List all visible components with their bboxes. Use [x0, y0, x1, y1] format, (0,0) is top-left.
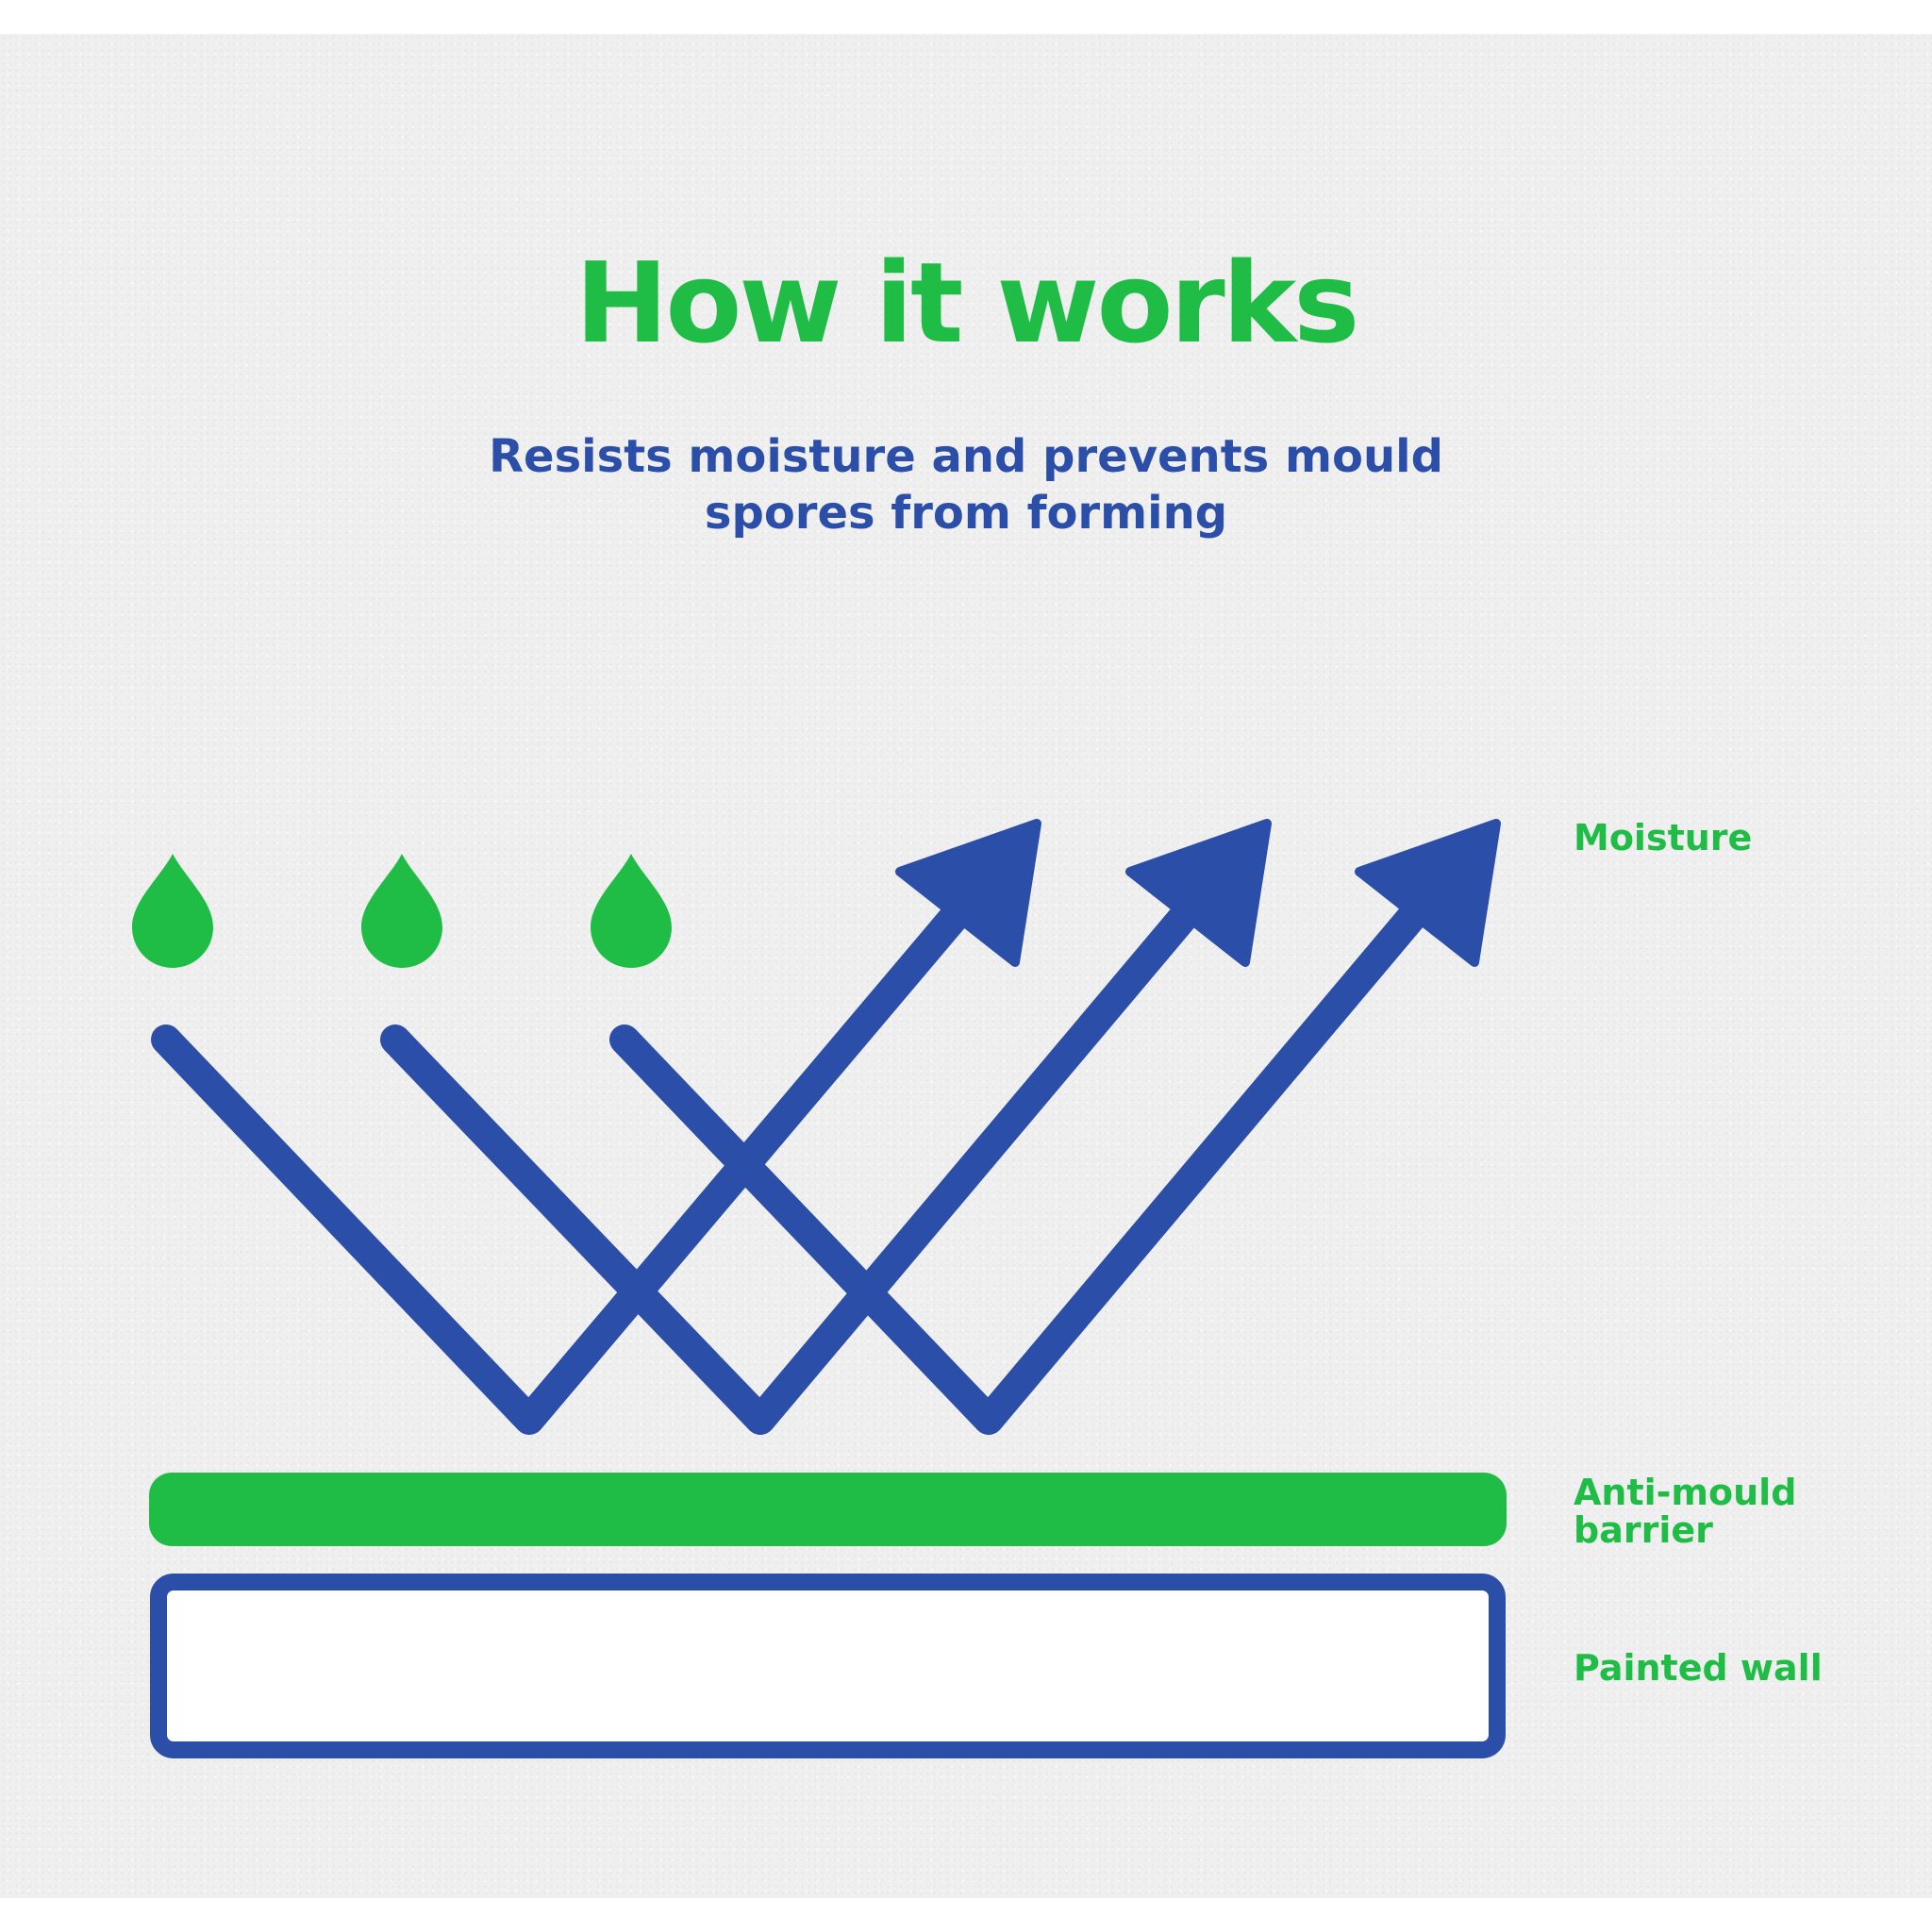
page-title: How it works [575, 238, 1360, 368]
label-barrier-line-1: Anti-mould [1574, 1472, 1797, 1513]
deflect-arrow-icon [380, 898, 1202, 1435]
subtitle-line-2: spores from forming [704, 487, 1228, 540]
page-subtitle: Resists moisture and prevents mould spor… [400, 428, 1532, 541]
arrow-head-icon [895, 819, 1041, 967]
arrow-heads [895, 819, 1501, 967]
deflect-arrow-icon [609, 898, 1430, 1435]
water-drop-icon [591, 854, 672, 968]
label-painted-wall: Painted wall [1574, 1647, 1823, 1689]
deflect-arrow-icon [151, 898, 973, 1435]
arrow-head-icon [1125, 819, 1272, 967]
anti-mould-barrier [149, 1473, 1507, 1546]
label-anti-mould-barrier: Anti-mould barrier [1574, 1474, 1885, 1549]
deflect-arrows [151, 898, 1430, 1435]
painted-wall [150, 1574, 1506, 1758]
water-drop-icon [132, 854, 213, 968]
label-barrier-line-2: barrier [1574, 1509, 1713, 1551]
arrow-head-icon [1355, 819, 1501, 967]
subtitle-line-1: Resists moisture and prevents mould [489, 430, 1443, 483]
label-moisture: Moisture [1574, 817, 1753, 858]
water-drop-icon [361, 854, 442, 968]
water-drops [132, 854, 672, 968]
